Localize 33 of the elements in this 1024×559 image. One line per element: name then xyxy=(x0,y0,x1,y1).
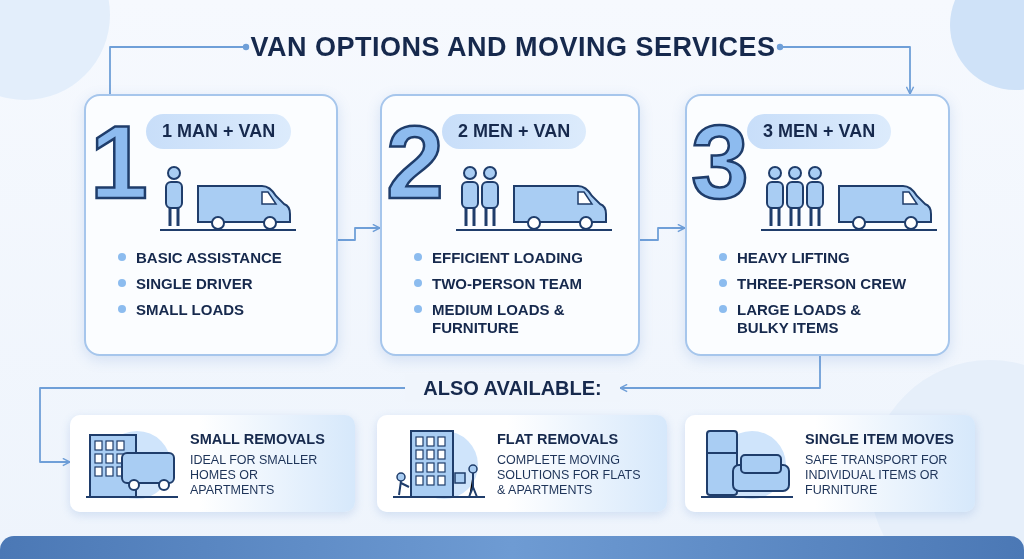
service-title: SMALL REMOVALS xyxy=(190,431,325,447)
feature-text: MEDIUM LOADS & FURNITURE xyxy=(432,301,566,337)
feature-text: BASIC ASSISTANCE xyxy=(136,249,282,267)
feature-text: LARGE LOADS & BULKY ITEMS xyxy=(737,301,863,337)
service-description: IDEAL FOR SMALLER HOMES OR APARTMENTS xyxy=(190,453,319,498)
option-card xyxy=(380,94,640,356)
option-title-pill: 1 MAN + VAN xyxy=(146,114,292,149)
option-card xyxy=(84,94,338,356)
feature-text: THREE-PERSON CREW xyxy=(737,275,907,293)
step-number: 2 xyxy=(386,110,444,214)
feature-text: SINGLE DRIVER xyxy=(136,275,253,293)
service-description: SAFE TRANSPORT FOR INDIVIDUAL ITEMS OR FURNITURE xyxy=(805,453,949,498)
feature-text: EFFICIENT LOADING xyxy=(432,249,583,267)
service-description: COMPLETE MOVING SOLUTIONS FOR FLATS & APARTMENTS xyxy=(497,453,642,498)
step-number: 3 xyxy=(691,110,749,214)
service-title: FLAT REMOVALS xyxy=(497,431,619,447)
feature-text: TWO-PERSON TEAM xyxy=(432,275,582,293)
option-title-pill: 2 MEN + VAN xyxy=(442,114,587,149)
connector-arrow xyxy=(39,387,406,467)
option-title-pill: 3 MEN + VAN xyxy=(747,114,892,149)
feature-text: SMALL LOADS xyxy=(136,301,245,319)
title-text: VAN OPTIONS AND MOVING SERVICES xyxy=(246,30,780,64)
service-card xyxy=(685,415,975,512)
connector-arrow xyxy=(639,223,686,241)
feature-text: HEAVY LIFTING xyxy=(737,249,850,267)
connector-arrow xyxy=(619,355,821,393)
step-number: 1 xyxy=(90,110,148,214)
service-card xyxy=(377,415,667,512)
service-card xyxy=(70,415,355,512)
option-card xyxy=(685,94,950,356)
connector-arrow xyxy=(337,223,381,241)
connector-arrow xyxy=(776,43,915,95)
service-title: SINGLE ITEM MOVES xyxy=(805,431,955,447)
